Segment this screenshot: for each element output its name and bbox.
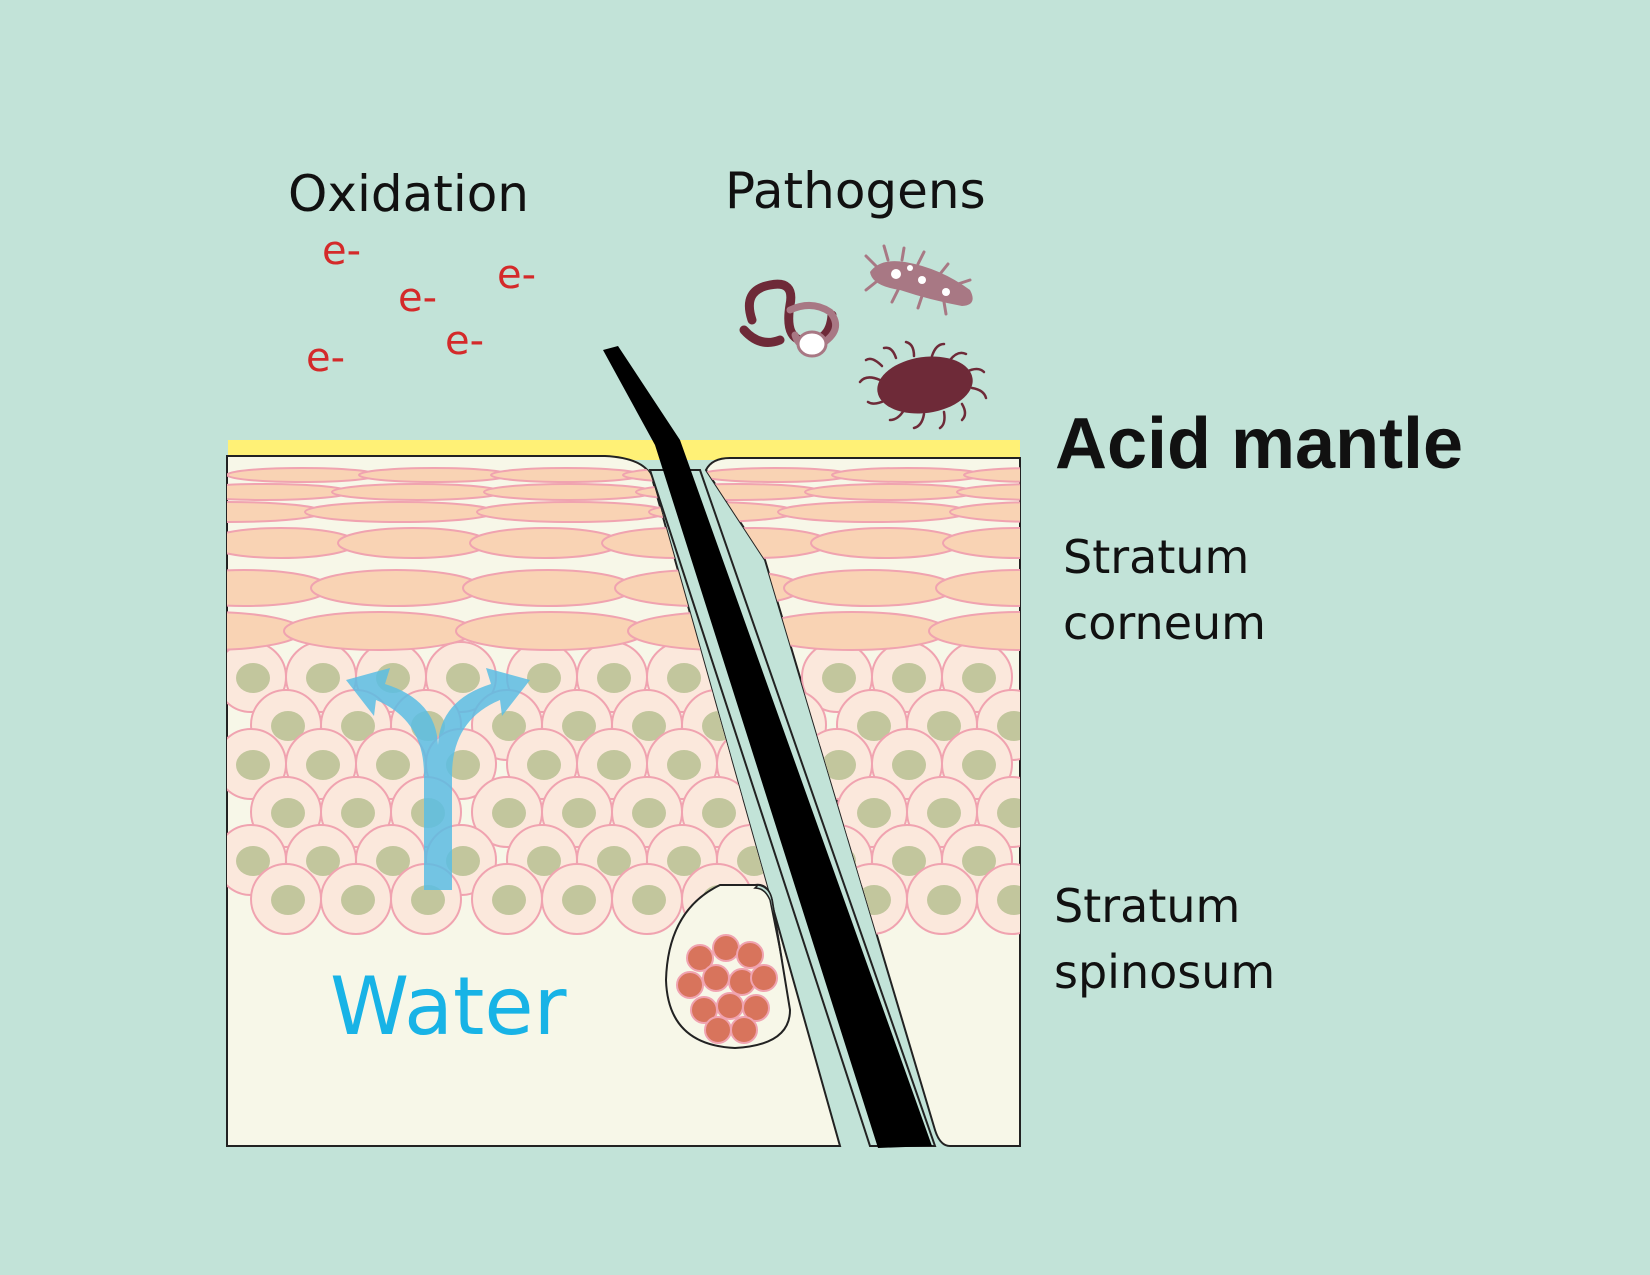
corneum-cell [777, 501, 969, 523]
gland-cell [686, 944, 714, 972]
acid-mantle-label: Acid mantle [1055, 404, 1464, 484]
stratum-corneum-line1: Stratum [1063, 530, 1250, 584]
gland-cell [750, 964, 778, 992]
spinosum-cell [541, 863, 613, 935]
corneum-cell [310, 569, 482, 607]
corneum-cell [831, 467, 983, 483]
corneum-cell [490, 467, 642, 483]
corneum-cell [227, 501, 324, 523]
stratum-spinosum-label: Stratum spinosum [1054, 873, 1275, 1005]
sebaceous-gland [664, 883, 792, 1050]
corneum-cell [949, 501, 1020, 523]
spiky-bacterium-icon [864, 244, 973, 316]
corneum-cell [455, 611, 647, 651]
gland-cell [704, 1016, 732, 1044]
corneum-cell [331, 483, 503, 501]
corneum-cell [227, 483, 351, 501]
corneum-cell [706, 467, 851, 483]
corneum-cell [963, 467, 1020, 483]
gland-cell [730, 1016, 758, 1044]
corneum-cell [469, 527, 621, 559]
corneum-cell [935, 569, 1020, 607]
corneum-cell [942, 527, 1020, 559]
stratum-corneum-label: Stratum corneum [1063, 524, 1266, 656]
corneum-cell [783, 569, 955, 607]
corneum-cell [337, 527, 489, 559]
electron-label: e- [322, 228, 362, 274]
gland-cell [736, 941, 764, 969]
corneum-cell [476, 501, 668, 523]
spinosum-cell [250, 863, 322, 935]
electron-label: e- [398, 275, 438, 321]
pathogens-heading: Pathogens [725, 162, 986, 220]
stratum-spinosum-line1: Stratum [1054, 879, 1241, 933]
hair-shaft [603, 346, 932, 1148]
worm-pathogen-icon [739, 279, 840, 358]
electron-label: e- [306, 335, 346, 381]
gland-cell [676, 971, 704, 999]
gland-cell [702, 964, 730, 992]
electron-label: e- [445, 318, 485, 364]
corneum-cell [227, 467, 378, 483]
corneum-cell [810, 527, 962, 559]
corneum-cell [304, 501, 496, 523]
corneum-cell [227, 611, 303, 651]
spinosum-cell [906, 863, 978, 935]
gland-cell [712, 934, 740, 962]
corneum-cell [358, 467, 510, 483]
water-label: Water [330, 960, 567, 1053]
round-bacterium-icon [858, 340, 988, 430]
spinosum-cell [976, 863, 1020, 935]
stratum-spinosum-line2: spinosum [1054, 945, 1276, 999]
corneum-cell [956, 483, 1020, 501]
spinosum-cell [471, 863, 543, 935]
spinosum-cell [611, 863, 683, 935]
water-split-arrow-icon [346, 668, 530, 890]
electron-label: e- [497, 252, 537, 298]
corneum-cell [928, 611, 1020, 651]
corneum-cell [462, 569, 634, 607]
corneum-cell [227, 527, 357, 559]
corneum-cell [283, 611, 475, 651]
gland-cell [716, 992, 744, 1020]
gland-cell [742, 994, 770, 1022]
corneum-cell [483, 483, 655, 501]
corneum-cell [804, 483, 976, 501]
corneum-cell [227, 569, 330, 607]
oxidation-heading: Oxidation [288, 165, 529, 223]
stratum-corneum-line2: corneum [1063, 596, 1266, 650]
spinosum-cell [320, 863, 392, 935]
